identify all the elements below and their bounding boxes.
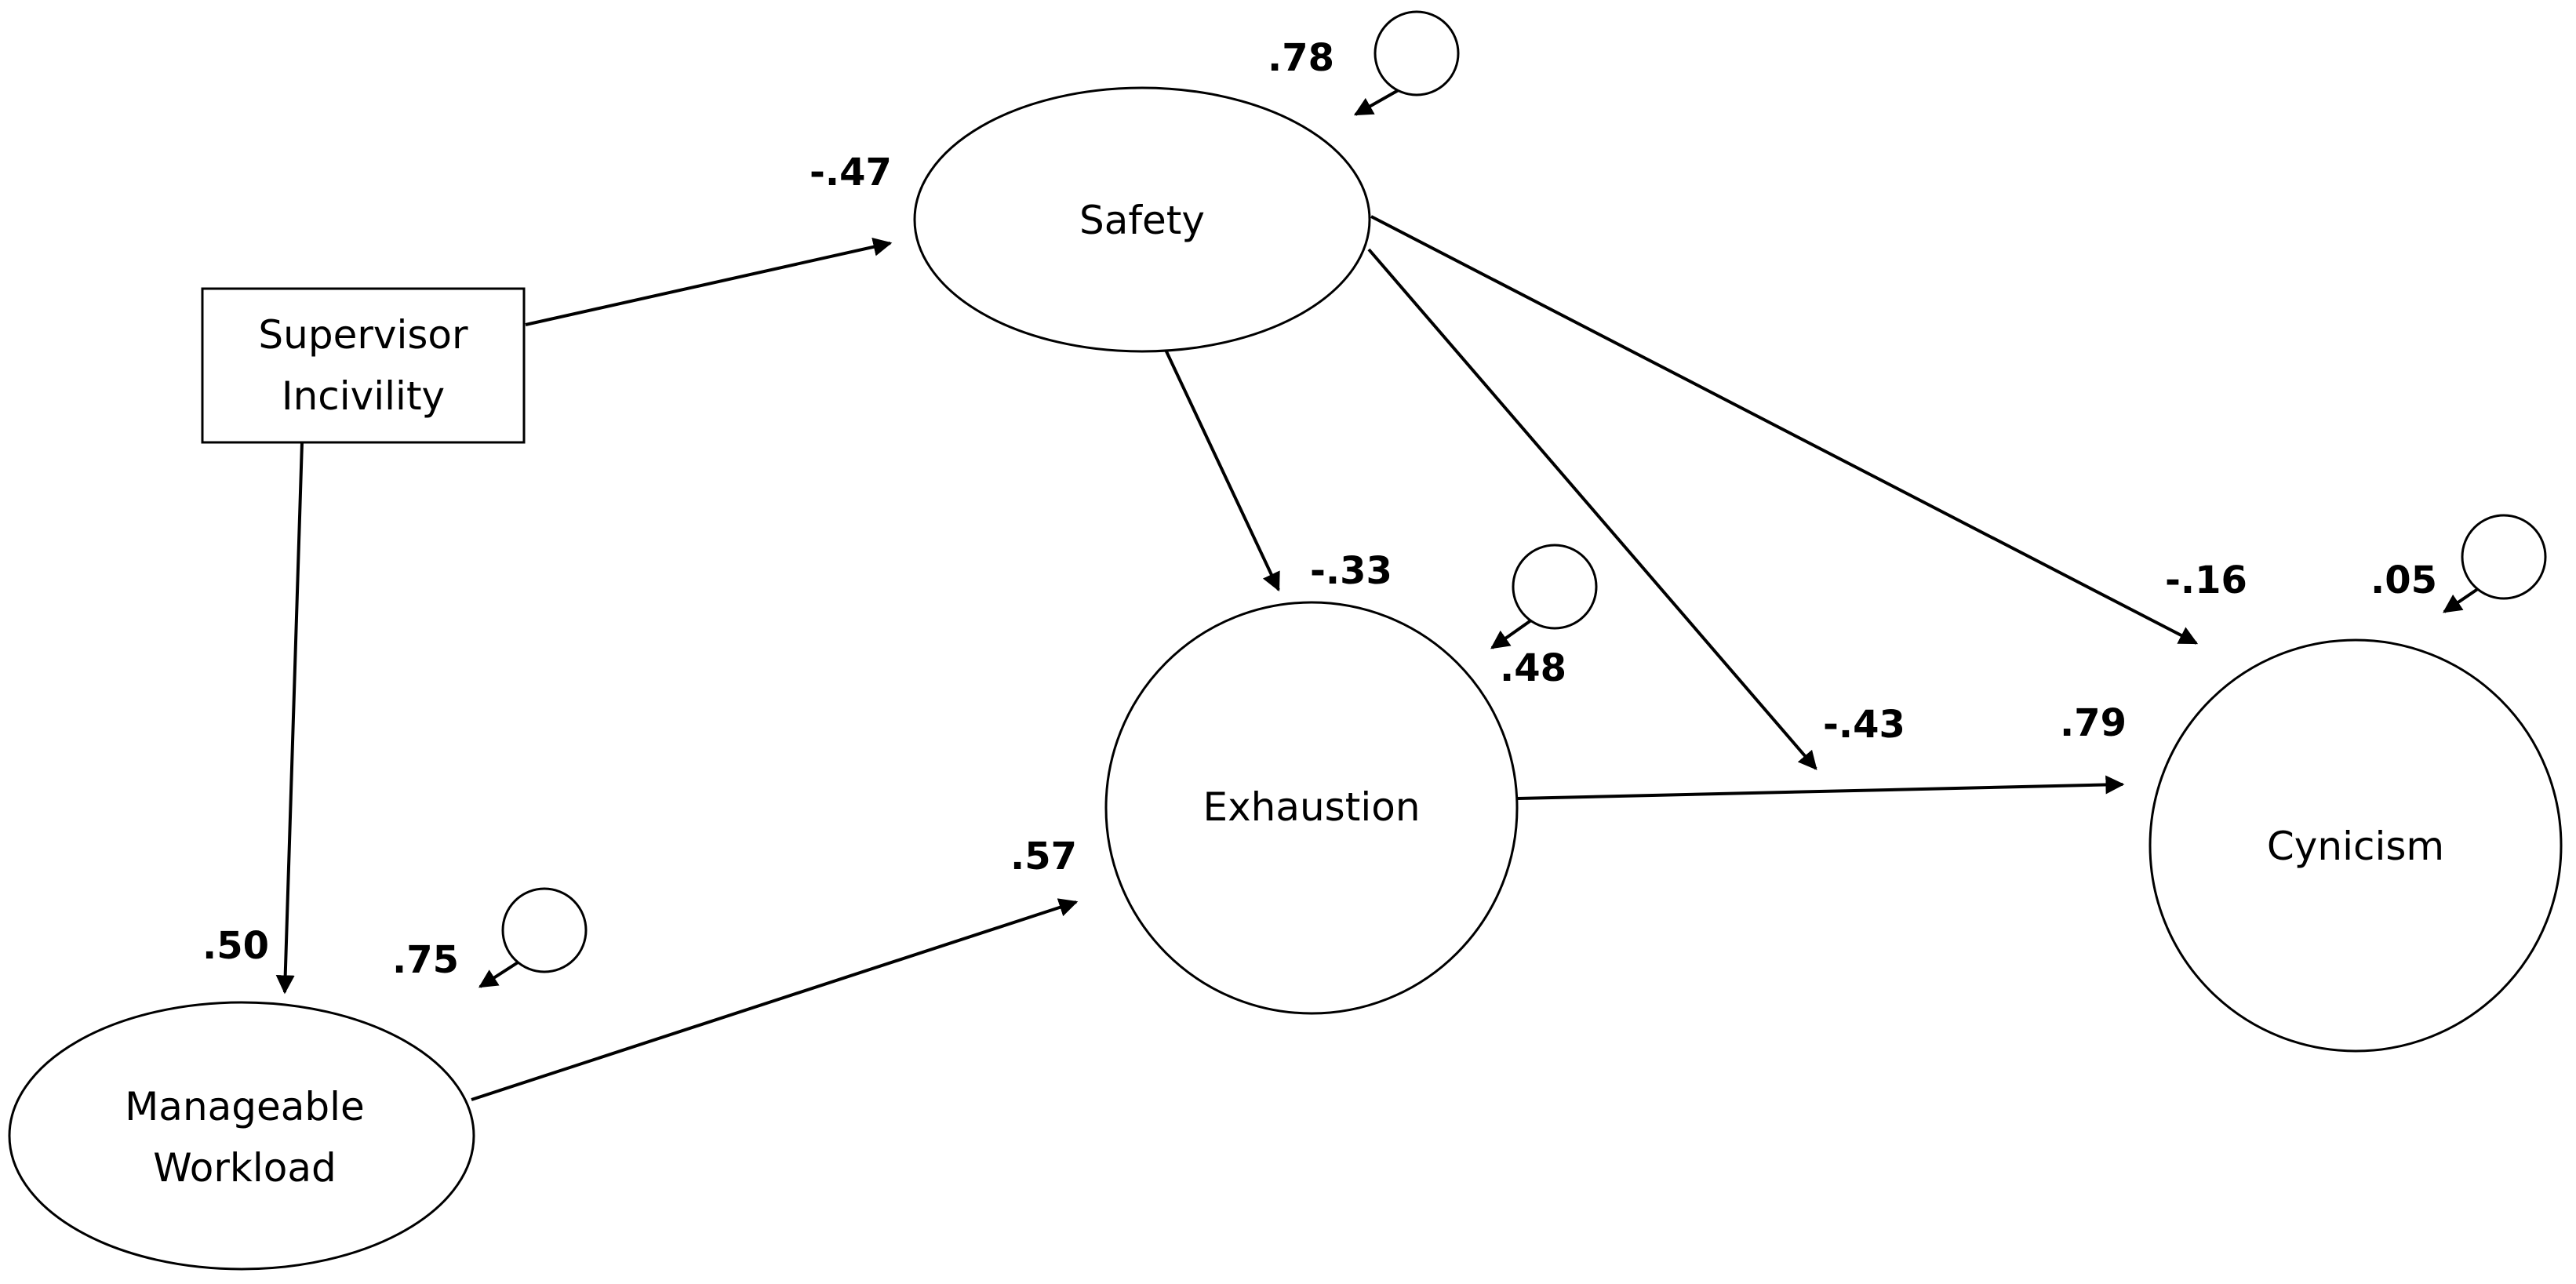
residual-circle-cynicism xyxy=(2461,514,2547,600)
residual-arrow-workload xyxy=(478,957,526,988)
coef-incivility-to-workload: .50 xyxy=(202,924,269,968)
path-safety-to-cynicism-mid xyxy=(1367,248,1817,770)
residual-value-workload: .75 xyxy=(392,938,459,982)
residual-value-cynicism: .05 xyxy=(2370,558,2437,602)
path-exhaustion-to-cynicism xyxy=(1517,775,2125,800)
coef-exhaustion-to-cynicism: .79 xyxy=(2060,701,2127,745)
path-incivility-to-workload xyxy=(275,442,304,995)
coef-incivility-to-safety: -.47 xyxy=(810,151,892,195)
residual-circle-safety xyxy=(1374,10,1460,96)
coef-safety-to-cynicism: -.16 xyxy=(2165,558,2247,602)
residual-arrow-safety xyxy=(1353,86,1403,116)
node-safety-label: Safety xyxy=(1079,198,1205,243)
coef-safety-to-exhaustion: -.33 xyxy=(1310,549,1392,593)
node-exhaustion xyxy=(1104,601,1519,1015)
path-safety-to-exhaustion xyxy=(1164,349,1280,592)
path-workload-to-exhaustion xyxy=(471,898,1079,1101)
node-cynicism-label: Cynicism xyxy=(2267,824,2444,869)
residual-value-exhaustion: .48 xyxy=(1500,646,1566,690)
node-manageable-workload-line2: Workload xyxy=(153,1145,336,1191)
node-manageable-workload-line1: Manageable xyxy=(125,1084,365,1129)
residual-circle-exhaustion xyxy=(1512,544,1598,630)
node-safety xyxy=(913,86,1371,353)
coef-workload-to-exhaustion: .57 xyxy=(1010,835,1077,878)
node-manageable-workload xyxy=(8,1001,475,1271)
node-supervisor-incivility xyxy=(201,287,526,444)
residual-circle-workload xyxy=(501,887,588,973)
coef-safety-to-cynicism-mid: -.43 xyxy=(1823,703,1905,747)
residual-value-safety: .78 xyxy=(1268,36,1334,80)
residual-arrow-exhaustion xyxy=(1490,617,1536,649)
node-cynicism xyxy=(2148,638,2563,1053)
node-exhaustion-label: Exhaustion xyxy=(1202,784,1420,830)
node-supervisor-incivility-line1: Supervisor xyxy=(258,312,468,358)
path-safety-to-cynicism xyxy=(1370,215,2199,645)
path-incivility-to-safety xyxy=(525,238,893,326)
node-supervisor-incivility-line2: Incivility xyxy=(282,373,445,419)
